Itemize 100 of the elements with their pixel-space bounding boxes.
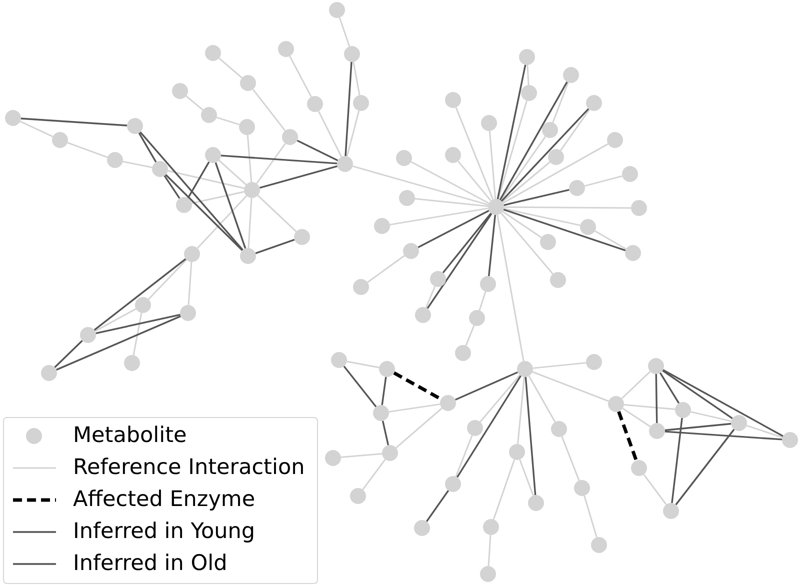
connector-line [220, 154, 338, 164]
connector-line [746, 424, 783, 438]
node-circle [663, 503, 679, 519]
connector-line [56, 315, 181, 371]
connector-line [560, 109, 590, 151]
connector-line [480, 374, 520, 422]
node-circle [467, 420, 483, 436]
connector-line [503, 208, 626, 252]
connector-line [352, 62, 360, 96]
connector-line [410, 161, 490, 204]
connector-line [67, 142, 108, 158]
connector-line [94, 258, 186, 331]
connector-line [496, 64, 526, 200]
node-circle [325, 450, 341, 466]
connector-line [248, 198, 252, 248]
node-circle [294, 229, 310, 245]
connector-line [519, 459, 534, 496]
node-circle [382, 445, 398, 461]
node-circle [521, 85, 537, 101]
connector-line [664, 430, 782, 440]
connector-line [500, 136, 546, 201]
connector-line [381, 376, 387, 406]
node-circle [399, 190, 415, 206]
node-circle [622, 166, 638, 182]
node-circle [631, 460, 647, 476]
node-circle [239, 119, 255, 135]
connector-line [465, 325, 475, 346]
node-circle [528, 495, 544, 511]
connector-line [458, 160, 492, 202]
connector-line [218, 58, 242, 78]
connector-line [500, 212, 554, 274]
connector-line [188, 262, 192, 306]
connector-line [502, 143, 608, 204]
connector-line [296, 140, 338, 162]
connector-line [186, 96, 204, 110]
connector-line [338, 17, 350, 47]
connector-line [187, 162, 210, 198]
connector-line [504, 189, 570, 206]
connector-line [165, 174, 243, 251]
connector-line [655, 374, 658, 424]
node-circle [176, 197, 192, 213]
connector-line [196, 195, 248, 249]
node-circle [172, 83, 188, 99]
connector-line [496, 214, 524, 362]
node-circle [488, 199, 504, 215]
connector-line [390, 208, 488, 226]
node-circle [445, 92, 461, 108]
node-circle [509, 444, 525, 460]
connector-line [499, 82, 568, 200]
connector-line [343, 366, 377, 408]
node-circle [80, 327, 96, 343]
node-circle [480, 566, 496, 582]
connector-line [524, 376, 536, 496]
node-circle [152, 161, 168, 177]
node-circle [135, 297, 151, 313]
node-circle [41, 365, 57, 381]
node-circle [574, 480, 590, 496]
connector-line [367, 255, 405, 283]
node-circle [542, 122, 558, 138]
node-circle [586, 95, 602, 111]
legend-label: Inferred in Old [73, 551, 228, 577]
node-circle [445, 476, 461, 492]
connector-line [289, 56, 312, 98]
connector-line [54, 340, 83, 368]
node-circle [337, 156, 353, 172]
connector-line [132, 312, 142, 356]
node-circle [278, 41, 294, 57]
node-circle [648, 358, 664, 374]
connector-line [498, 100, 528, 200]
connector-line [659, 372, 680, 404]
connector-line [584, 175, 622, 187]
connector-line [426, 213, 492, 309]
connector-line [594, 230, 626, 250]
connector-line [643, 474, 667, 506]
connector-line [456, 375, 522, 478]
node-circle [403, 243, 419, 259]
connector-line [584, 495, 598, 538]
node-circle [201, 107, 217, 123]
node-circle [455, 345, 471, 361]
connector-line [662, 369, 784, 437]
connector-line [478, 291, 486, 311]
connector-line [382, 420, 390, 446]
node-circle [205, 147, 221, 163]
connector-line [502, 210, 542, 238]
node-circle [415, 307, 431, 323]
node-circle [649, 423, 665, 439]
node-circle [396, 150, 412, 166]
connector-line [517, 376, 525, 444]
connector-line [502, 162, 550, 202]
connector-line [500, 108, 590, 202]
connector-line [96, 314, 180, 334]
connector-line [425, 286, 436, 308]
dashed-connector [393, 371, 442, 401]
node-circle [540, 234, 556, 250]
node-circle [240, 75, 256, 91]
connector-line [488, 214, 496, 276]
connector-line [344, 62, 352, 156]
node-circle [591, 537, 607, 553]
connector-line [246, 134, 252, 182]
connector-line [20, 118, 128, 126]
